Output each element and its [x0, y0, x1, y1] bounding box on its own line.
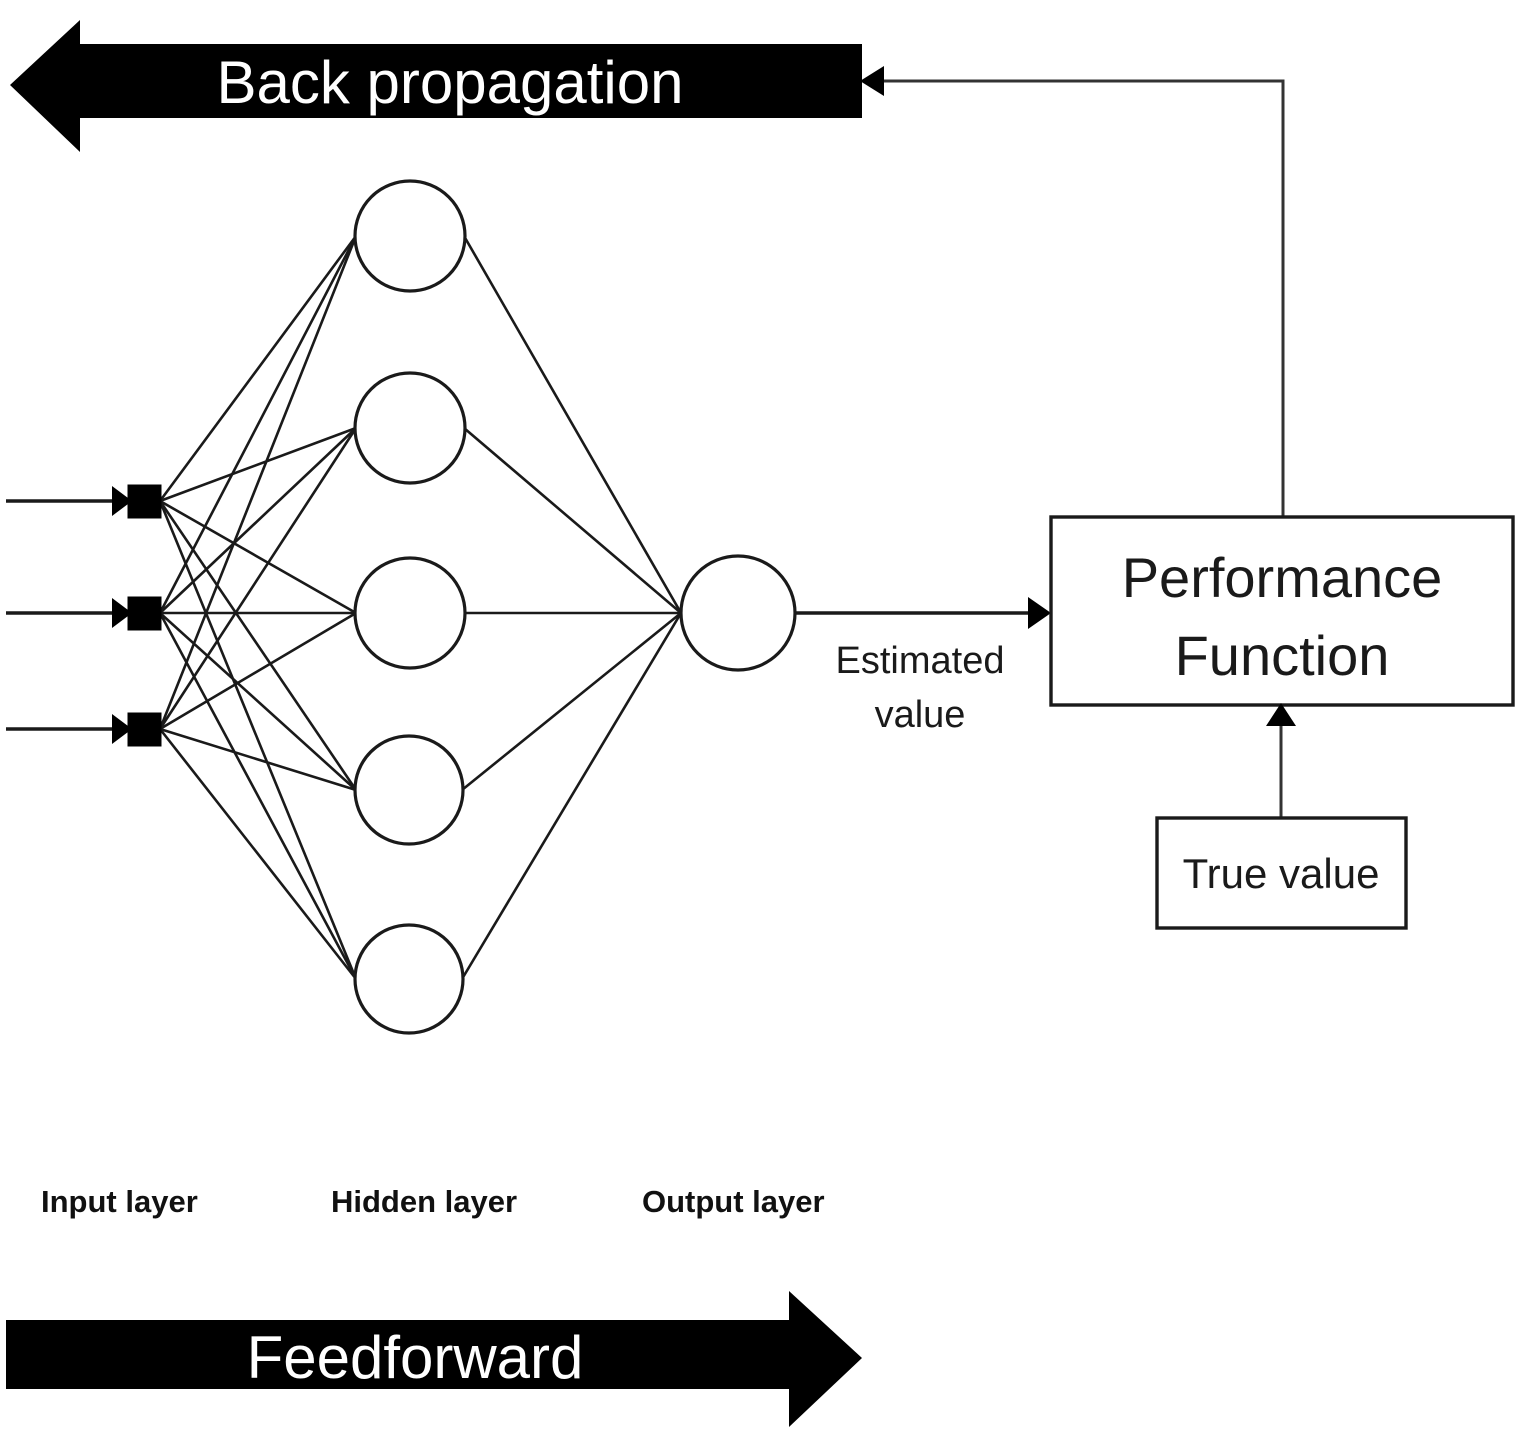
input-arrows-group — [6, 486, 132, 744]
synapse-i3-h3 — [159, 611, 357, 731]
output-layer-label: Output layer — [642, 1184, 825, 1219]
hidden-node-3 — [353, 556, 467, 670]
synapse-i1-h5 — [158, 500, 358, 980]
input-node-1 — [127, 484, 162, 519]
input-arrow-2 — [6, 598, 132, 628]
feedback-arrowhead-icon — [860, 66, 884, 96]
estimated-value-label-line1: Estimated — [836, 640, 1005, 682]
input-node-2 — [127, 596, 162, 631]
true-value-arrowhead-icon — [1266, 703, 1296, 726]
synapses-hidden-to-output — [460, 235, 683, 980]
synapse-i1-h3 — [159, 499, 357, 615]
performance-function-label-line2: Function — [1175, 624, 1390, 687]
true-value-box: True value — [1155, 816, 1408, 930]
synapse-h4-o1 — [461, 611, 682, 792]
estimated-value-arrowhead-icon — [1028, 597, 1051, 629]
input-arrow-1-head-icon — [112, 486, 132, 516]
hidden-node-4 — [353, 734, 465, 846]
feedforward-arrow-shape — [6, 1291, 862, 1427]
layer-labels-group: Input layer Hidden layer Output layer — [41, 1184, 825, 1219]
input-layer-label: Input layer — [41, 1184, 198, 1219]
synapse-h1-o1 — [462, 235, 683, 614]
performance-function-label-line1: Performance — [1122, 546, 1443, 609]
feedforward-banner: Feedforward — [6, 1291, 862, 1427]
input-arrow-2-head-icon — [112, 598, 132, 628]
input-arrow-1 — [6, 486, 132, 516]
input-layer-nodes — [127, 484, 162, 747]
synapses-input-to-hidden — [158, 235, 358, 980]
synapse-i1-h1 — [158, 235, 358, 502]
feedforward-label: Feedforward — [247, 1324, 584, 1391]
back-propagation-arrow-shape — [10, 20, 862, 152]
synapse-i2-h2 — [159, 427, 357, 614]
input-arrow-3-head-icon — [112, 714, 132, 744]
synapse-i3-h5 — [158, 728, 358, 980]
true-value-frame — [1155, 816, 1408, 930]
synapse-i1-h2 — [159, 426, 357, 503]
output-node-1 — [679, 554, 797, 672]
hidden-layer-nodes — [353, 179, 467, 1035]
back-propagation-banner: Back propagation — [10, 20, 862, 152]
synapse-h5-o1 — [460, 612, 683, 980]
input-node-3 — [127, 712, 162, 747]
synapse-i3-h2 — [158, 427, 358, 730]
hidden-layer-label: Hidden layer — [331, 1184, 517, 1219]
performance-function-frame — [1049, 515, 1515, 707]
synapse-i3-h4 — [159, 727, 357, 792]
estimated-value-label-line2: value — [875, 694, 966, 736]
hidden-node-1 — [353, 179, 467, 293]
true-value-label: True value — [1183, 850, 1380, 897]
output-layer-nodes — [679, 554, 797, 672]
synapse-i2-h4 — [159, 612, 357, 791]
synapse-i3-h1 — [158, 235, 358, 730]
feedback-line — [880, 79, 1285, 517]
synapse-i1-h4 — [158, 500, 358, 791]
hidden-node-2 — [353, 371, 467, 485]
input-arrow-3 — [6, 714, 132, 744]
true-value-arrow — [1266, 703, 1296, 818]
back-propagation-label: Back propagation — [217, 49, 684, 116]
hidden-node-5 — [353, 923, 465, 1035]
synapse-i2-h1 — [158, 235, 358, 614]
synapse-i2-h5 — [158, 612, 358, 980]
estimated-value-arrow: Estimated value — [795, 597, 1051, 736]
feedback-path — [860, 66, 1285, 517]
synapse-h2-o1 — [463, 427, 682, 614]
performance-function-box: Performance Function — [1049, 515, 1515, 707]
